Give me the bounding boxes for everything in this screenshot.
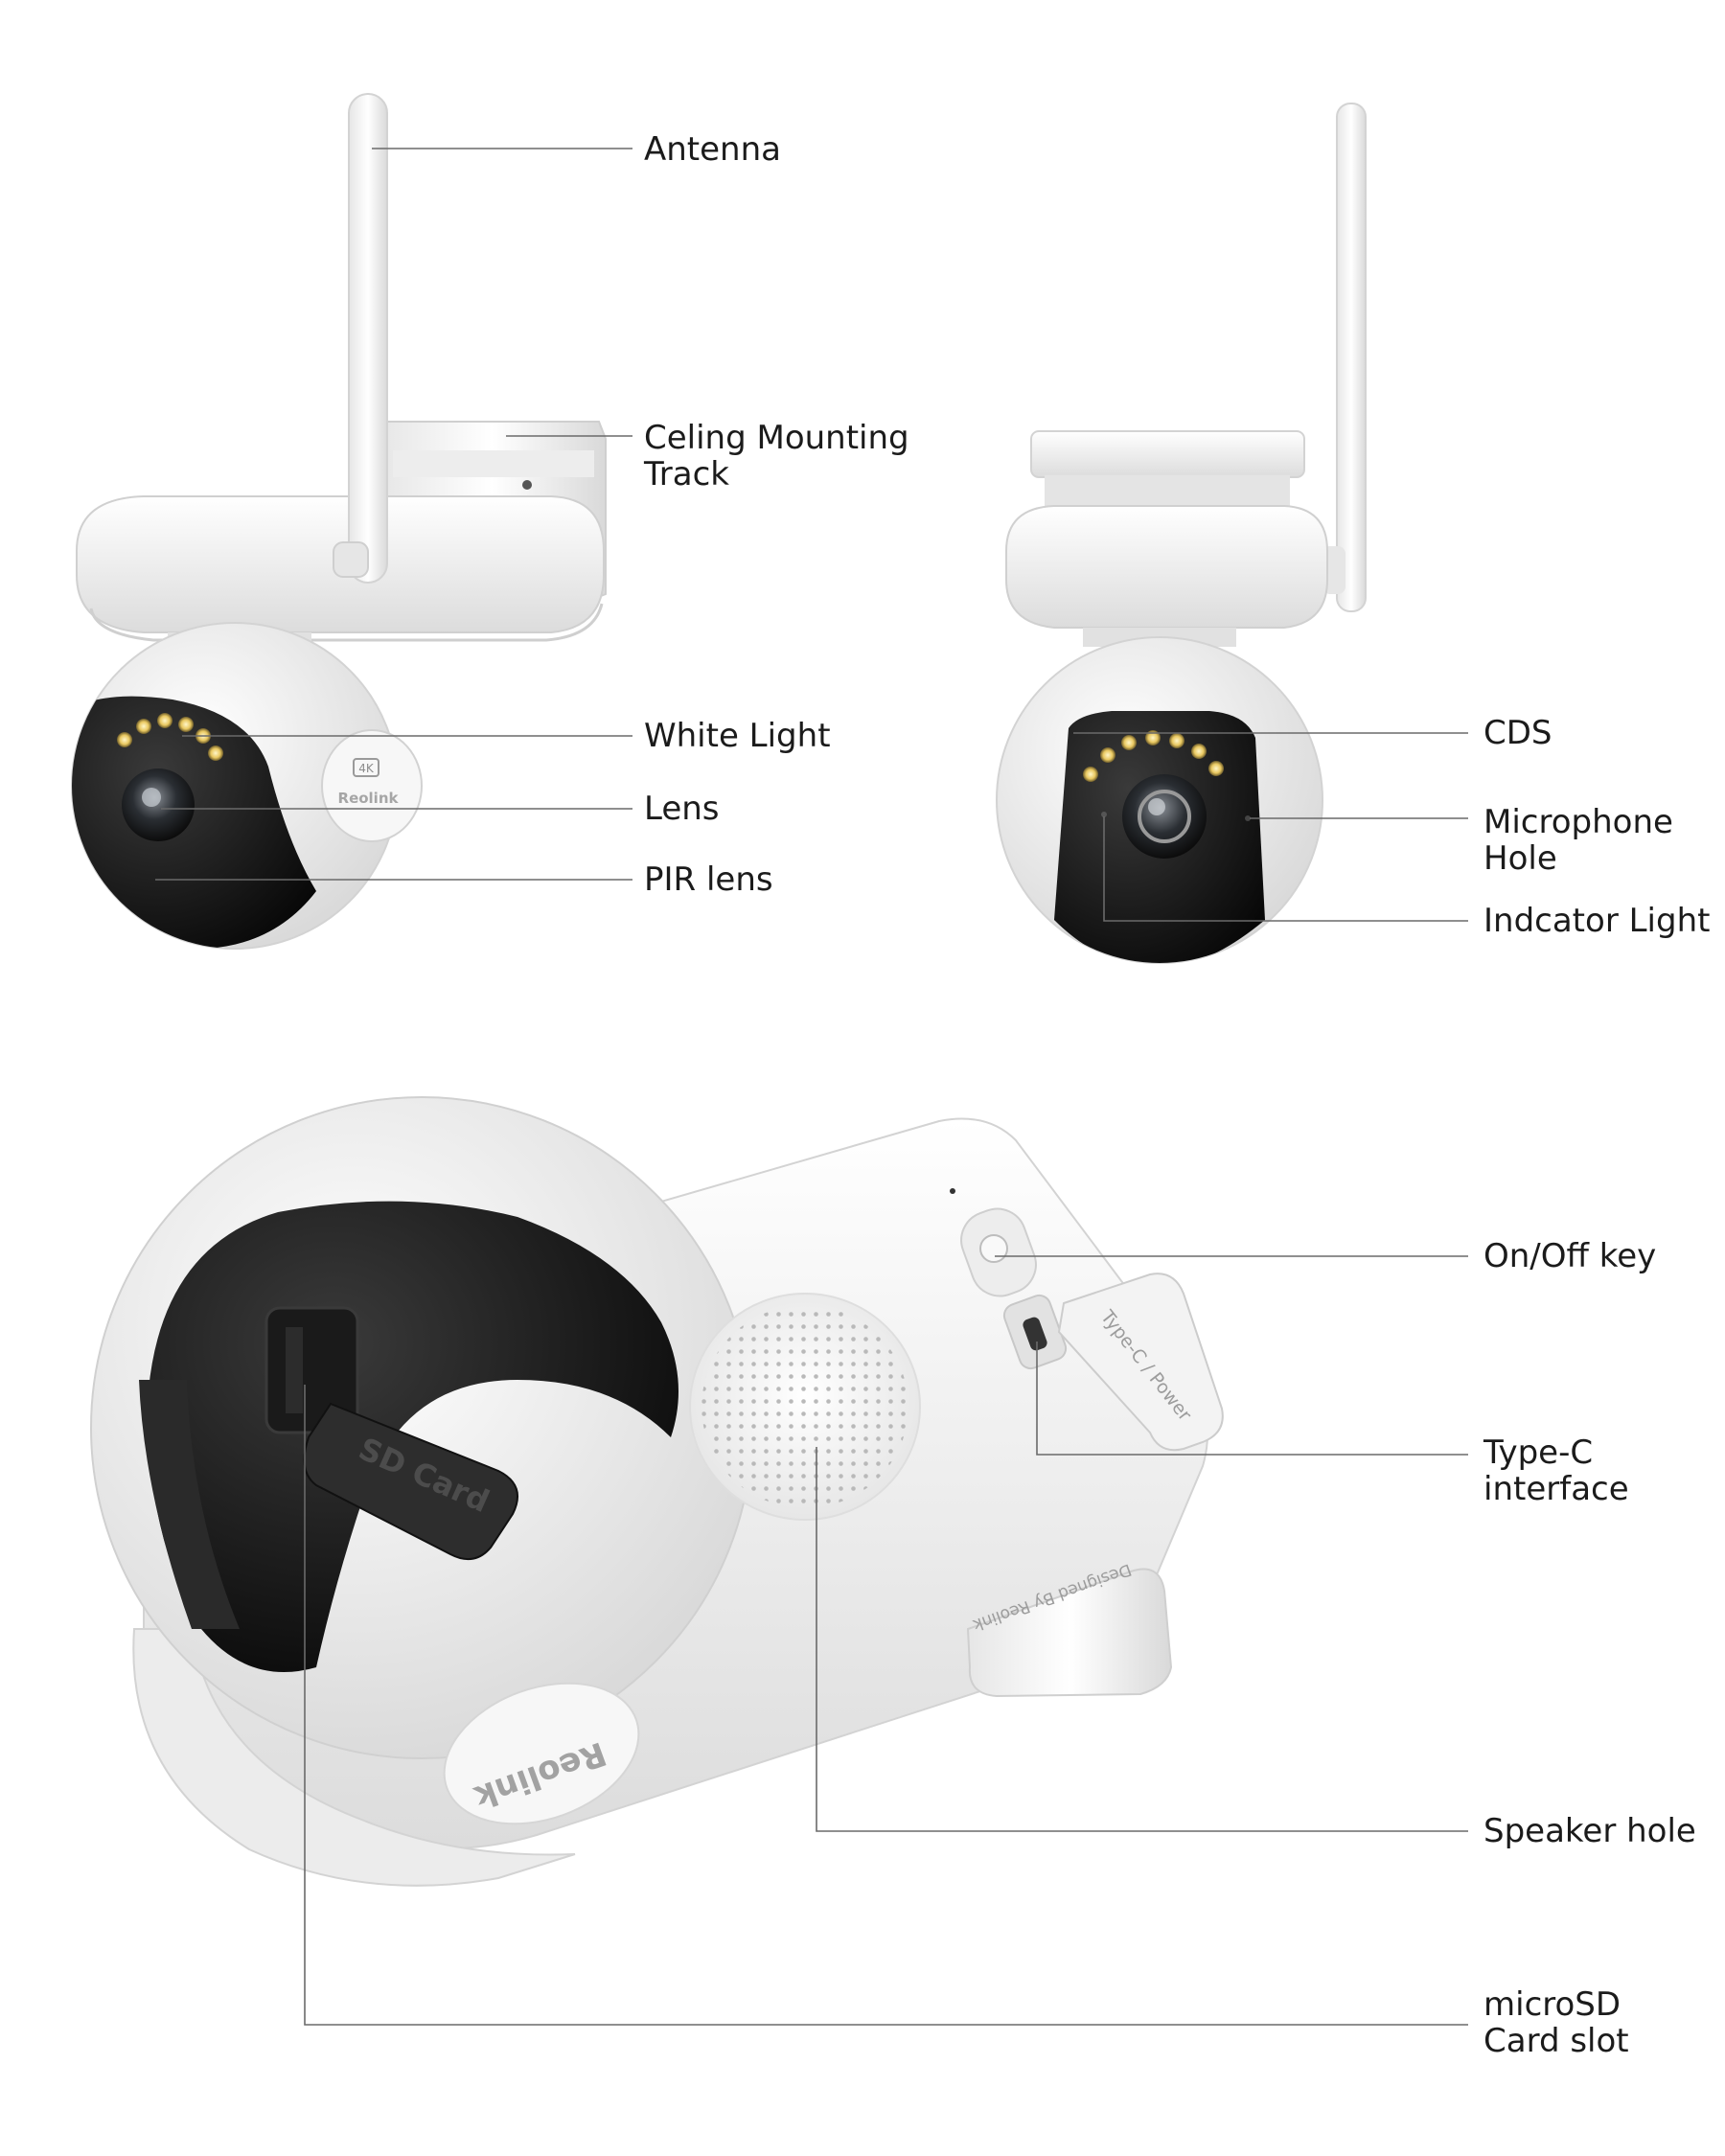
label-microsd-card-slot: microSD Card slot — [1484, 1986, 1629, 2059]
label-cds-text: CDS — [1484, 714, 1552, 752]
label-microsd-line2: Card slot — [1484, 2022, 1629, 2060]
camera-underside-view: SD Card Reolink Type-C / Power Designed … — [90, 1096, 1224, 1887]
label-on-off-key: On/Off key — [1484, 1238, 1656, 1274]
label-type-c-line2: interface — [1484, 1470, 1629, 1508]
label-on-off-key-text: On/Off key — [1484, 1237, 1657, 1275]
label-antenna: Antenna — [644, 131, 781, 168]
speaker-grille — [702, 1305, 908, 1508]
on-off-key — [979, 1234, 1008, 1263]
lens — [122, 768, 195, 841]
label-microsd-line1: microSD — [1484, 1985, 1622, 2024]
label-lens: Lens — [644, 791, 720, 827]
leader-lines — [155, 148, 1468, 2026]
badge-4k-text: 4K — [358, 762, 375, 775]
label-cds: CDS — [1484, 715, 1552, 751]
label-microphone-line2: Hole — [1484, 839, 1557, 878]
label-white-light: White Light — [644, 718, 831, 754]
lens-front — [1122, 774, 1207, 859]
label-ceiling-line2: Track — [644, 455, 729, 493]
label-indicator-light-text: Indcator Light — [1484, 902, 1711, 940]
label-pir-lens-text: PIR lens — [644, 860, 773, 899]
indicator-light — [1101, 812, 1107, 817]
camera-front-view — [996, 103, 1367, 964]
label-white-light-text: White Light — [644, 717, 831, 755]
white-light-leds-front — [1083, 730, 1224, 782]
microphone-hole — [1245, 815, 1251, 821]
label-ceiling-line1: Celing Mounting — [644, 419, 909, 457]
brand-text: Reolink — [338, 790, 400, 807]
camera-side-view: 4K Reolink — [71, 93, 607, 950]
label-type-c-interface: Type-C interface — [1484, 1434, 1629, 1507]
label-microphone-line1: Microphone — [1484, 803, 1673, 841]
white-light-leds — [117, 713, 223, 761]
label-microphone-hole: Microphone Hole — [1484, 804, 1673, 877]
label-indicator-light: Indcator Light — [1484, 903, 1710, 939]
label-type-c-line1: Type-C — [1484, 1434, 1594, 1472]
label-ceiling-mounting-track: Celing Mounting Track — [644, 420, 909, 493]
label-speaker-hole-text: Speaker hole — [1484, 1812, 1696, 1850]
label-speaker-hole: Speaker hole — [1484, 1813, 1696, 1849]
type-c-port — [1023, 1317, 1047, 1351]
label-pir-lens: PIR lens — [644, 861, 773, 898]
label-lens-text: Lens — [644, 790, 720, 828]
label-antenna-text: Antenna — [644, 130, 781, 169]
